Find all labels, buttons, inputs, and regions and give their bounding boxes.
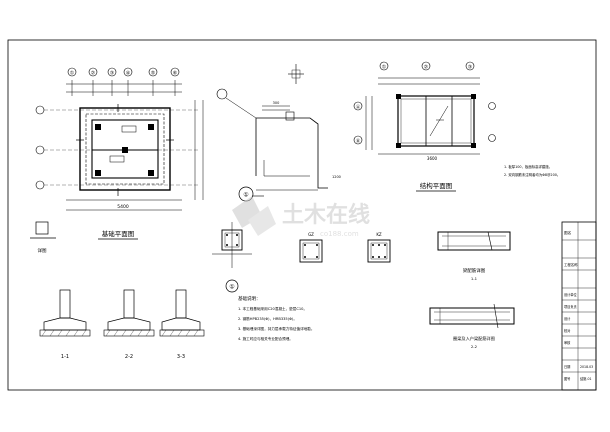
note-line: 2. 钢筋HPB235(Φ)，HRB335(Φ)。	[238, 316, 297, 321]
tb-row: 设计	[564, 316, 571, 321]
column-label: KZ	[376, 232, 382, 237]
axis-label: ④	[126, 71, 131, 77]
column-kz: KZ	[367, 232, 391, 263]
tb-row: 工程名称	[564, 262, 578, 267]
dim-total: 5400	[117, 204, 129, 210]
foundation-plan: ① ② ③ ④ ⑤ ⑥	[35, 67, 204, 240]
column-section: ①	[212, 222, 252, 293]
watermark-logo-icon	[232, 196, 276, 236]
axis-label: ②	[424, 65, 429, 71]
axis-label: ⑥	[173, 71, 178, 77]
axis-bubbles-left	[35, 105, 200, 190]
structure-plan: ① ② ③ Ⓐ Ⓑ 3600 结构平面图 1. 板厚100，板面标高详建施。	[353, 61, 560, 192]
axis-bubbles-top: ① ② ③ ④ ⑤ ⑥	[67, 67, 180, 77]
note-line: 4. 施工时应与相关专业配合预埋。	[238, 336, 293, 341]
slab-outline	[397, 95, 475, 147]
section-label: 3-3	[177, 354, 185, 360]
tb-value: 2018.03	[580, 365, 593, 369]
axis-label: ①	[70, 71, 75, 77]
tb-value: 结施-01	[580, 376, 592, 381]
note-line: 3. 基础埋深详图，持力层承载力特征值详地勘。	[238, 326, 314, 331]
column-label: GZ	[308, 232, 314, 237]
watermark-text: 土木在线	[282, 202, 370, 228]
footing-sections: 1-1 2-2 3-3	[39, 289, 205, 360]
tb-row: 设计单位	[564, 292, 578, 297]
detail-caption: 详图	[38, 247, 47, 254]
notes-title: 基础说明：	[238, 295, 261, 302]
note-line: 1. 板厚100，板面标高详建施。	[504, 164, 552, 169]
section-label: 2-2	[125, 354, 133, 360]
axis-label: ③	[110, 71, 114, 77]
note-line: 1. 本工程基础采用C20混凝土，垫层C10。	[238, 306, 307, 311]
dim-label: 1200	[332, 175, 341, 179]
tb-row: 日期	[564, 364, 570, 369]
beam-sections: 梁配筋详图 1-1 圈梁及入户梁配筋详图 2-2	[429, 231, 515, 349]
axis-label: ⑤	[151, 71, 155, 77]
plan-title: 结构平面图	[420, 181, 453, 190]
tb-row: 图名	[564, 230, 572, 235]
axis-label: ①	[382, 65, 387, 71]
tb-row: 校对	[564, 328, 571, 333]
axis-label: ③	[468, 65, 472, 71]
axis-label: Ⓑ	[356, 138, 361, 145]
tb-row: 审核	[564, 340, 571, 345]
column-gz: GZ	[299, 232, 323, 263]
axis-label: ②	[91, 71, 96, 77]
dim-label: 300	[273, 101, 280, 105]
beam-sub: 1-1	[471, 276, 478, 281]
dim-label: 3600	[427, 156, 438, 161]
detail-bubble: ①	[229, 284, 234, 291]
sheet-border	[7, 39, 597, 391]
watermark: 土木在线 co188.com	[232, 196, 370, 238]
detail-top-left: 详图	[30, 221, 56, 254]
beam-label: 梁配筋详图	[463, 267, 486, 274]
title-block: 图名 工程名称 设计单位 项目负责 设计 校对 审核 日期 2018.03 图号…	[561, 221, 597, 391]
note-line: 2. 双向钢筋未注明者均为Φ8@200。	[504, 172, 560, 177]
tb-row: 项目负责	[564, 304, 577, 309]
tb-row: 图号	[564, 376, 570, 381]
beam-sub: 2-2	[471, 344, 478, 349]
detail-middle: ① 300 1200	[216, 64, 341, 202]
plan-title: 基础平面图	[102, 229, 135, 238]
section-label: 1-1	[61, 354, 69, 360]
beam-label: 圈梁及入户梁配筋详图	[453, 335, 495, 342]
watermark-subtext: co188.com	[320, 230, 359, 238]
footing-outline	[79, 107, 171, 191]
detail-bubble: ①	[243, 192, 248, 199]
axis-label: Ⓐ	[356, 104, 361, 111]
foundation-notes: 基础说明： 1. 本工程基础采用C20混凝土，垫层C10。 2. 钢筋HPB23…	[238, 295, 314, 341]
